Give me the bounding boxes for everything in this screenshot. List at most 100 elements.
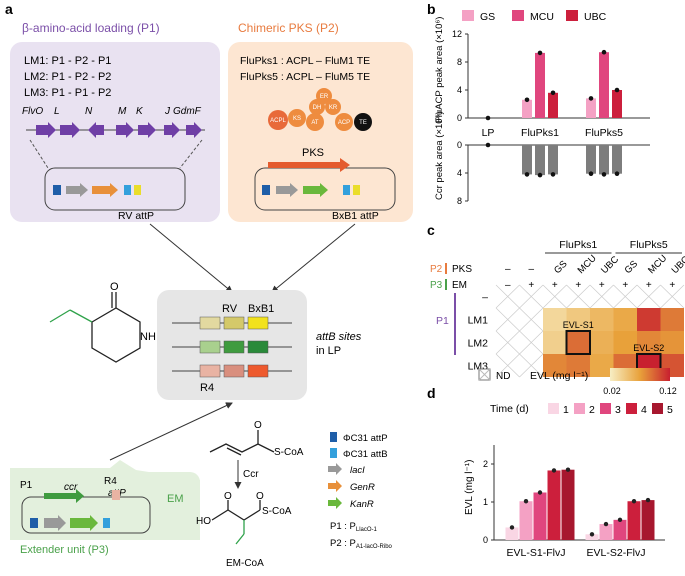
c-pks-col-label: GS [623,259,640,276]
c-em-col-label: + [575,280,581,291]
legend-genr: GenR [350,482,375,493]
b-top-point [485,115,491,121]
gene-arrow-m [116,122,134,138]
p3-phic31-attp-block [30,518,38,528]
b-category-label: LP [482,127,495,139]
em-scoa: S-CoA [262,506,292,517]
panel-b-legend: GS MCU UBC [462,10,607,23]
b-bot-point [550,172,556,177]
domain-kr [325,99,341,115]
lp-r4-label: R4 [200,382,214,394]
bxb1-attp-block [353,185,360,195]
d-ytick-label: 2 [483,459,488,469]
p3-plasmid [21,496,151,534]
d-bar [627,501,641,540]
panel-d-label: d [427,385,436,401]
c-nd-cell-diag2 [519,284,544,309]
c-p1-label: P1 [436,315,449,327]
em-label: EM [167,493,184,505]
gene-arrow-flvo [36,122,56,138]
d-point [551,468,557,473]
d-bar [505,527,519,540]
d-legend-label: 5 [667,404,673,416]
c-row-label: LM3 [468,361,489,373]
legend-gs: GS [480,11,495,23]
b-top-bar [612,90,622,118]
d-point [603,521,609,527]
c-em-col-label: + [622,280,628,291]
c-scale-bar [610,368,670,381]
c-evl-s1-box [565,330,591,355]
b-top-tick-label: 4 [457,85,462,95]
c-nd-cell-diag2 [495,353,520,378]
p2-phic31-attb-block [343,185,350,195]
d-point [565,467,571,472]
b-top-point [550,90,556,96]
panel-a-legend: ΦC31 attP ΦC31 attB lacI GenR KanR P1 : … [328,432,393,550]
c-group1-label: FluPks1 [559,239,597,251]
p3-phic31-attb-block [103,518,110,528]
b-top-point [601,49,607,55]
c-nd-cell-diag2 [519,353,544,378]
c-evl-s1-label: EVL-S1 [563,320,594,330]
gene-flvo-label: FlvO [22,106,43,117]
c-nd-cell-diag2 [542,284,567,309]
legend-laci-swatch [328,463,342,475]
c-pks-col-label: GS [552,259,569,276]
d-legend-label: 1 [563,404,569,416]
carbonyl-o: O [110,281,119,293]
p1-plasmid [44,167,186,211]
d-bar [585,534,599,540]
d-point [509,525,515,530]
c-heat-cell [660,331,684,354]
legend-attp: ΦC31 attP [343,433,388,444]
phic31-attp-block [53,185,61,195]
b-bot-point [485,142,491,148]
c-nd-cell-diag2 [519,330,544,355]
c-em-col-label: + [552,280,558,291]
b-bot-bar [522,145,532,175]
b-ylabel-top: FluACP peak area (×10⁶) [434,17,445,123]
c-nd-cell-diag2 [636,284,661,309]
r4-attp-block [112,490,120,500]
extender-label: Extender unit (P3) [20,544,109,556]
p3-r4-label: R4 [104,476,117,487]
domain-dh-label: DH [313,105,322,111]
gene-l-label: L [54,106,60,117]
c-nd-cell-diag2 [660,284,685,309]
domain-te-label: TE [359,120,367,126]
b-bot-point [537,172,543,178]
lp1-block3 [247,316,269,330]
d-bar [641,500,655,540]
c-nd-cell-diag2 [495,330,520,355]
gene-arrow-gdmf [186,122,202,138]
c-heat-cell [590,308,614,331]
d-point [617,517,623,523]
c-pks-label: PKS [452,264,472,275]
arrow-p1-to-lp [149,223,233,293]
c-heat-cell [566,331,590,354]
lp-rv-label: RV [222,303,238,315]
c-heat-cell [637,331,661,354]
p2-box [228,42,413,222]
b-bot-bar [548,145,558,175]
c-evl-s2-label: EVL-S2 [633,343,664,353]
em-coa-structure [211,500,261,545]
b-top-tick-label: 0 [457,113,462,123]
lp2-block1 [199,340,221,354]
d-category-label: EVL-S1-FlvJ [507,547,566,559]
d-ylabel: EVL (mg l⁻¹) [464,460,475,515]
c-heat-cell [566,308,590,331]
domain-acpl [268,110,288,130]
c-em-label: EM [452,280,467,291]
gene-gdmf-label: GdmF [173,106,202,117]
gene-k-label: K [136,106,144,117]
c-nd-cell-diag2 [495,284,520,309]
d-bar [613,519,627,540]
lp3-block1 [199,364,221,378]
c-nd-label: ND [496,371,510,382]
d-bar [599,524,613,540]
d-point [645,497,651,503]
